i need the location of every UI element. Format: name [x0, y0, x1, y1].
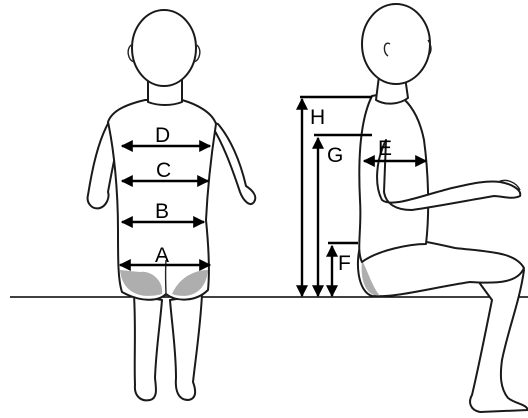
label-f: F	[338, 252, 351, 275]
label-h: H	[310, 106, 325, 129]
label-e: E	[378, 137, 392, 160]
side-view-figure	[358, 4, 528, 412]
label-a: A	[155, 244, 169, 267]
label-g: G	[327, 144, 343, 167]
label-d: D	[155, 124, 170, 147]
measurement-h: H	[302, 99, 325, 296]
label-b: B	[155, 200, 169, 223]
back-view-figure	[88, 10, 256, 400]
label-c: C	[156, 159, 171, 182]
measurement-f: F	[332, 246, 351, 296]
